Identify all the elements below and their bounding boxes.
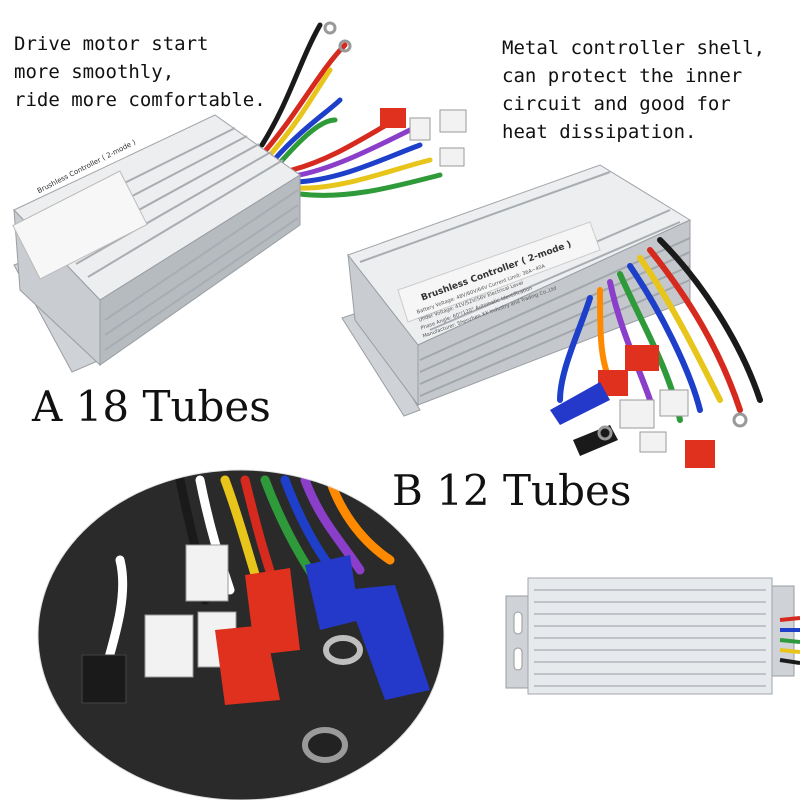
caption-motor-start: Drive motor start more smoothly, ride mo… xyxy=(14,33,266,111)
label-b-12-tubes: B 12 Tubes xyxy=(392,466,632,515)
caption-metal-shell: Metal controller shell, can protect the … xyxy=(502,37,766,143)
label-a-18-tubes: A 18 Tubes xyxy=(32,382,271,431)
